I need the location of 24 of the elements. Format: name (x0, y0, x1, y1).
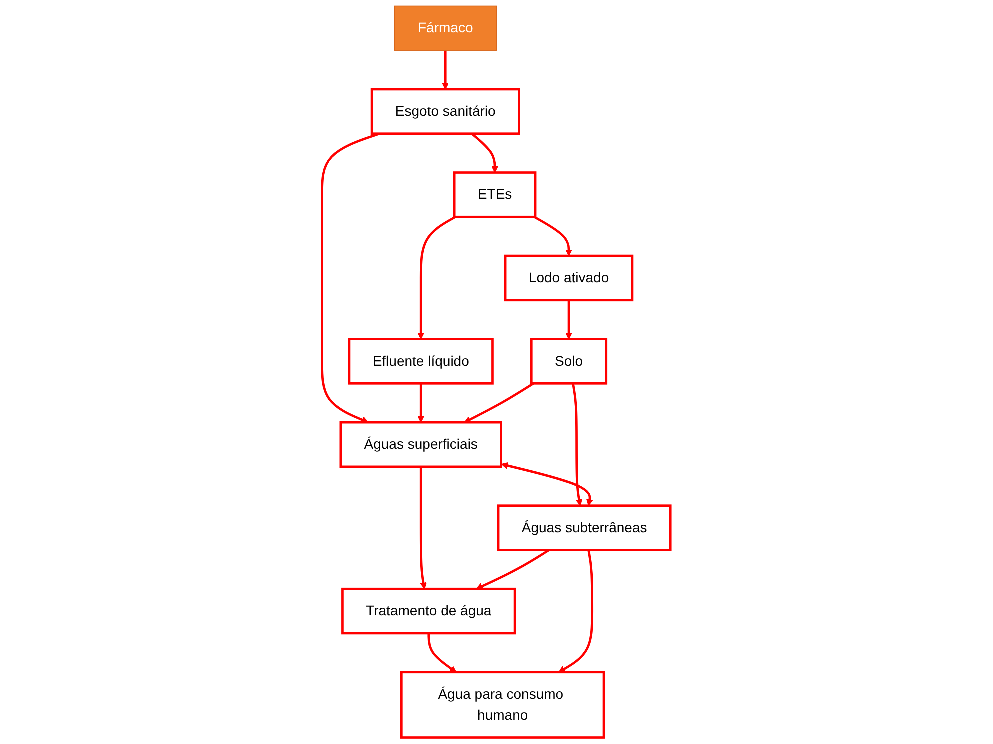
arrow (418, 216, 456, 340)
arrow (471, 132, 499, 174)
arrow (566, 300, 573, 340)
arrow (464, 382, 534, 423)
node-box: Águas subterrâneas (497, 504, 672, 552)
node-box: Esgoto sanitário (370, 88, 520, 136)
node-box: Águas superficiais (340, 421, 503, 468)
arrow (321, 132, 380, 424)
arrow (476, 549, 550, 590)
arrow (501, 462, 594, 506)
arrow (558, 550, 594, 673)
node-box: Solo (530, 338, 608, 385)
node-box: ETEs (454, 172, 537, 218)
arrow (572, 383, 583, 506)
node-box: Tratamento de água (342, 588, 516, 635)
node-box: Lodo ativado (504, 254, 634, 302)
node-box: Água para consumo humano (400, 671, 606, 739)
arrow (418, 384, 425, 423)
arrow (442, 50, 450, 90)
arrow (534, 216, 573, 256)
node-box: Fármaco (394, 6, 498, 51)
node-box: Efluente líquido (348, 338, 494, 385)
arrow (420, 466, 428, 590)
arrow (428, 633, 457, 673)
